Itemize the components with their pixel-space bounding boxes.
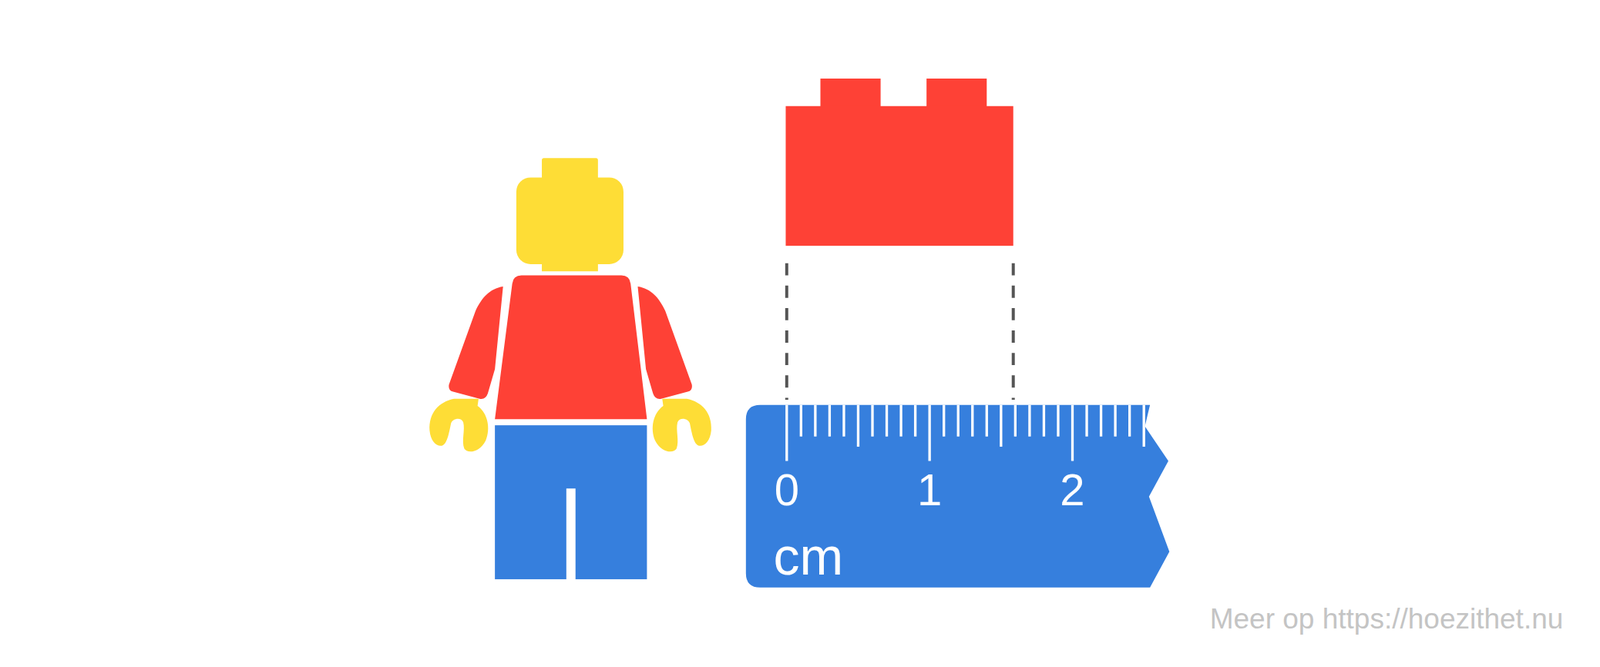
ruler-tick bbox=[1085, 405, 1088, 437]
torso bbox=[494, 275, 647, 421]
leg-gap bbox=[566, 488, 576, 581]
brick-stud bbox=[820, 78, 881, 110]
watermark: Meer op https://hoezithet.nu bbox=[1210, 605, 1564, 634]
ruler-tick bbox=[828, 405, 831, 437]
unit-label: cm bbox=[773, 530, 844, 583]
dashed-guide bbox=[785, 263, 789, 400]
ruler-tick bbox=[1099, 405, 1103, 437]
ruler-tick bbox=[870, 405, 874, 437]
ruler-tick bbox=[899, 405, 902, 437]
ruler-tick bbox=[1113, 405, 1116, 437]
ruler-tick bbox=[842, 405, 845, 437]
brick bbox=[785, 78, 1013, 246]
ruler-tick bbox=[914, 405, 917, 437]
ruler-ticks bbox=[786, 405, 1144, 462]
ruler-tick bbox=[785, 405, 788, 462]
ruler-tick bbox=[971, 405, 974, 437]
hand bbox=[652, 399, 712, 453]
arm bbox=[637, 286, 692, 400]
ruler-tick bbox=[1014, 405, 1017, 437]
ruler-tick bbox=[857, 405, 860, 448]
hand bbox=[429, 399, 488, 453]
minifigure bbox=[429, 157, 712, 581]
ruler-tick bbox=[1028, 405, 1031, 437]
ruler-tick bbox=[1128, 405, 1131, 437]
ruler-tick bbox=[957, 405, 960, 437]
ruler-tick bbox=[1071, 405, 1074, 462]
left-arm-hand bbox=[429, 286, 503, 452]
ruler-body bbox=[746, 405, 1170, 589]
ruler-number: 1 bbox=[917, 467, 942, 513]
measure-guides bbox=[786, 263, 1014, 400]
ruler-tick bbox=[942, 405, 945, 437]
ruler-tick bbox=[1042, 405, 1046, 437]
brick-body bbox=[785, 106, 1013, 246]
ruler-tick bbox=[1142, 405, 1146, 448]
ruler-tick bbox=[885, 405, 888, 437]
ruler-number: 2 bbox=[1059, 467, 1085, 513]
ruler-number: 0 bbox=[774, 467, 800, 513]
head bbox=[516, 177, 624, 265]
dashed-guide bbox=[1011, 263, 1016, 400]
ruler-tick bbox=[1056, 405, 1059, 437]
brick-stud bbox=[926, 78, 987, 110]
ruler-tick bbox=[985, 405, 989, 437]
right-arm-hand bbox=[637, 286, 711, 452]
arm bbox=[448, 286, 503, 400]
ruler-tick bbox=[813, 405, 817, 437]
ruler-tick bbox=[927, 405, 931, 462]
ruler-tick bbox=[999, 405, 1002, 448]
ruler bbox=[746, 405, 1170, 589]
ruler-tick bbox=[800, 405, 803, 437]
